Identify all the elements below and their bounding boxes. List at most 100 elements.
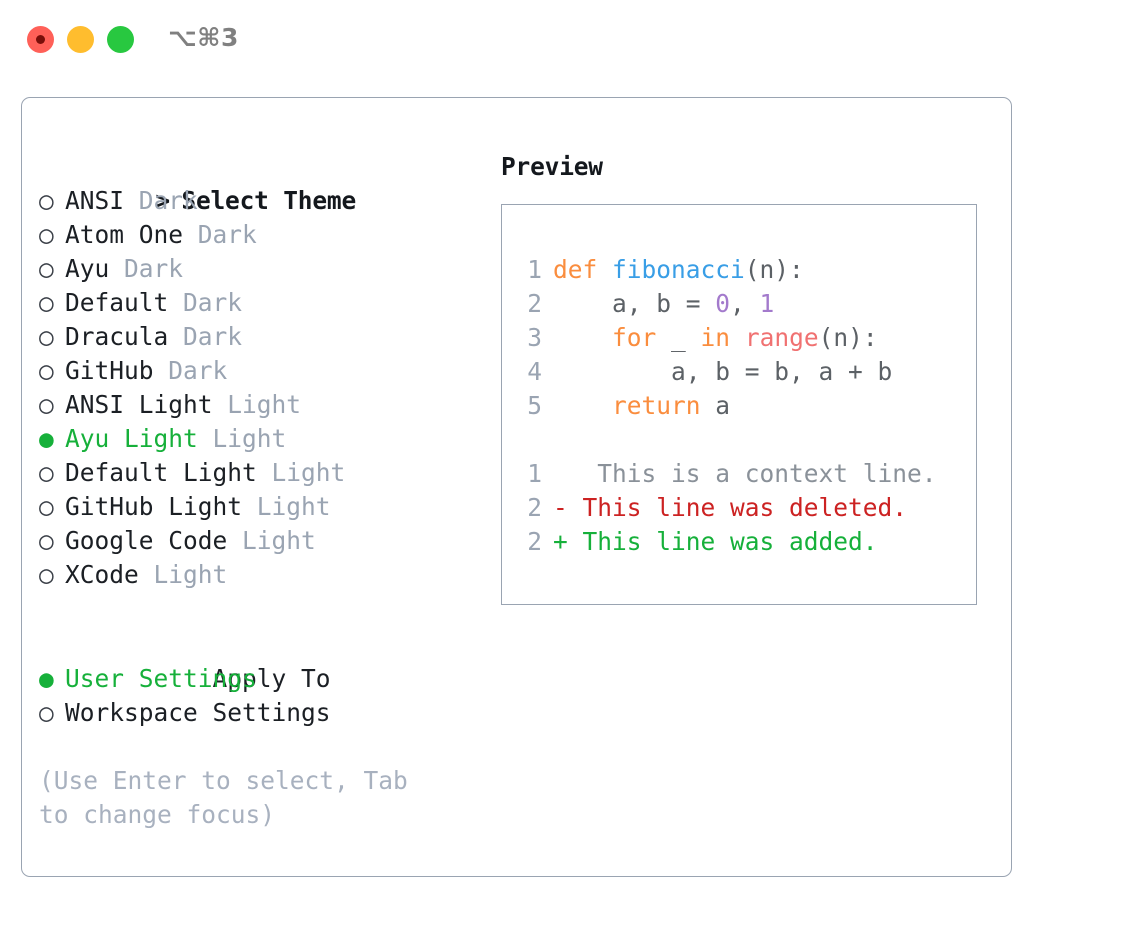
code-token: range [744,323,819,352]
line-number: 5 [527,391,542,420]
code-token: def [553,255,613,284]
theme-option-default[interactable]: ○ Default Dark [39,286,479,320]
apply-to-option-workspace-settings[interactable]: ○ Workspace Settings [39,696,479,730]
radio-selected-icon: ● [39,664,54,693]
code-line: 4 a, b = b, a + b [502,355,976,389]
minimize-button[interactable] [67,26,94,53]
code-token [553,391,612,420]
apply-to-heading: Apply To [39,628,479,693]
select-theme-heading-label: Select Theme [181,186,357,215]
diff-sign: - [553,493,568,522]
radio-unselected-icon: ○ [39,458,54,487]
theme-option-tag: Dark [183,288,243,317]
theme-option-ayu[interactable]: ○Ayu Dark [39,252,479,286]
radio-unselected-icon: ○ [39,492,54,521]
apply-to-list: ● User Settings ○ Workspace Settings [39,662,479,730]
theme-option-tag: Light [153,560,228,589]
theme-option-xcode[interactable]: ○ XCode Light [39,558,479,592]
code-token: a, b = b, a + b [553,357,893,386]
code-line: 2 a, b = 0, 1 [502,287,976,321]
theme-option-default-light[interactable]: ○Default Light Light [39,456,479,490]
title-bar: ⌥⌘3 [0,0,1140,78]
maximize-button[interactable] [107,26,134,53]
radio-unselected-icon: ○ [39,560,54,589]
apply-to-option-label: Workspace Settings [65,698,331,727]
line-number: 2 [527,493,542,522]
theme-option-label: GitHub Light [65,492,257,521]
theme-option-label: Default [65,288,184,317]
code-token: _ [656,323,701,352]
code-token: in [700,323,731,352]
theme-picker-column: >Select Theme ○ANSI Dark○Atom One Dark○A… [39,150,479,832]
content-panel: >Select Theme ○ANSI Dark○Atom One Dark○A… [21,97,1012,877]
theme-option-ansi-light[interactable]: ○ ANSI Light Light [39,388,479,422]
theme-option-tag: Dark [124,254,184,283]
apply-to-option-label: User Settings [65,664,257,693]
apply-to-section: Apply To ● User Settings ○ Workspace Settin… [39,628,479,730]
diff-text: This line was deleted. [567,493,908,522]
theme-option-dracula[interactable]: ○ Dracula Dark [39,320,479,354]
code-token: 1 [759,289,775,318]
theme-option-ayu-light[interactable]: ● Ayu Light Light [39,422,479,456]
theme-option-label: Ayu Light [65,424,213,453]
code-diff-separator [502,423,976,457]
theme-option-ansi[interactable]: ○ANSI Dark [39,184,479,218]
radio-selected-icon: ● [39,424,54,453]
theme-option-label: XCode [65,560,154,589]
theme-option-tag: Light [271,458,346,487]
theme-option-tag: Light [227,390,302,419]
line-number: 4 [527,357,542,386]
line-number: 1 [527,459,542,488]
theme-option-tag: Dark [138,186,198,215]
line-number: 3 [527,323,542,352]
line-number: 2 [527,289,542,318]
theme-option-github[interactable]: ○GitHub Dark [39,354,479,388]
code-token: a [700,391,731,420]
code-token: (n): [818,323,878,352]
theme-option-label: Atom One [65,220,198,249]
radio-unselected-icon: ○ [39,526,54,555]
diff-sign: + [553,527,568,556]
diff-text: This line was added. [567,527,878,556]
radio-unselected-icon: ○ [39,698,54,727]
select-theme-heading: > Select Theme [39,150,479,215]
theme-option-google-code[interactable]: ○ Google Code Light [39,524,479,558]
apply-to-heading-label: Apply To [212,664,331,693]
preview-title: Preview [501,152,603,181]
theme-option-tag: Light [212,424,287,453]
theme-option-label: GitHub [65,356,169,385]
theme-option-label: ANSI Light [65,390,228,419]
apply-to-option-user-settings[interactable]: ● User Settings [39,662,479,696]
theme-option-label: Dracula [65,322,184,351]
code-token: for [612,323,657,352]
code-token: , [730,289,760,318]
radio-unselected-icon: ○ [39,220,54,249]
code-token: 0 [715,289,731,318]
close-button[interactable] [27,26,54,53]
radio-unselected-icon: ○ [39,322,54,351]
theme-option-label: Google Code [65,526,243,555]
radio-unselected-icon: ○ [39,390,54,419]
code-token [553,323,612,352]
diff-sign [553,459,568,488]
line-number: 2 [527,527,542,556]
theme-option-tag: Light [242,526,316,555]
code-line: 3 for _ in range(n): [502,321,976,355]
theme-option-github-light[interactable]: ○ GitHub Light Light [39,490,479,524]
code-line: 5 return a [502,389,976,423]
theme-list: ○ANSI Dark○Atom One Dark○Ayu Dark○Defaul… [39,184,479,592]
cursor-caret-icon: > [155,186,170,215]
keyboard-hint-text: (Use Enter to select, Tab to change focu… [39,766,423,829]
theme-option-label: ANSI [65,186,139,215]
radio-unselected-icon: ○ [39,288,54,317]
line-number: 1 [527,255,542,284]
theme-option-tag: Light [256,492,331,521]
diff-line: 2- This line was deleted. [502,491,976,525]
theme-option-tag: Dark [183,322,243,351]
diff-text: This is a context line. [567,459,937,488]
theme-option-atom-one[interactable]: ○Atom One Dark [39,218,479,252]
